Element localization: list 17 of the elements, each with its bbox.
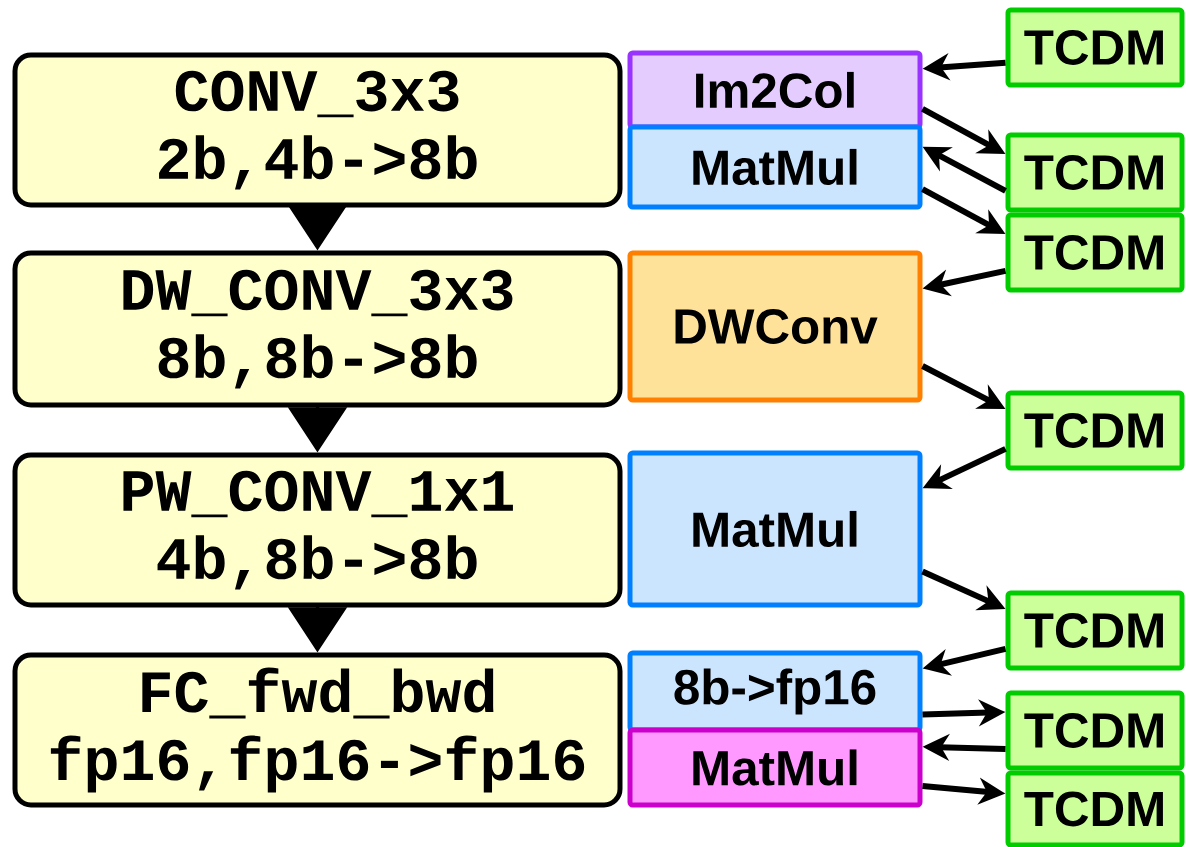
kernel-box: MatMul bbox=[627, 727, 923, 808]
memory-box: TCDM bbox=[1005, 212, 1185, 293]
memory-box: TCDM bbox=[1005, 132, 1185, 213]
kernel-box: MatMul bbox=[627, 450, 923, 608]
layer-box: CONV_3x3 2b,4b->8b bbox=[12, 52, 623, 208]
memory-box: TCDM bbox=[1005, 390, 1185, 471]
layer-box: FC_fwd_bwd fp16,fp16->fp16 bbox=[12, 652, 623, 808]
layer-box: PW_CONV_1x1 4b,8b->8b bbox=[12, 452, 623, 608]
memory-box: TCDM bbox=[1005, 690, 1185, 771]
kernel-box: Im2Col bbox=[627, 50, 923, 130]
kernel-box: 8b->fp16 bbox=[627, 650, 923, 733]
kernel-box: DWConv bbox=[627, 250, 923, 403]
kernel-box: MatMul bbox=[627, 124, 923, 210]
memory-box: TCDM bbox=[1005, 590, 1185, 671]
memory-box: TCDM bbox=[1005, 7, 1185, 88]
memory-box: TCDM bbox=[1005, 770, 1185, 847]
layer-box: DW_CONV_3x3 8b,8b->8b bbox=[12, 250, 623, 408]
